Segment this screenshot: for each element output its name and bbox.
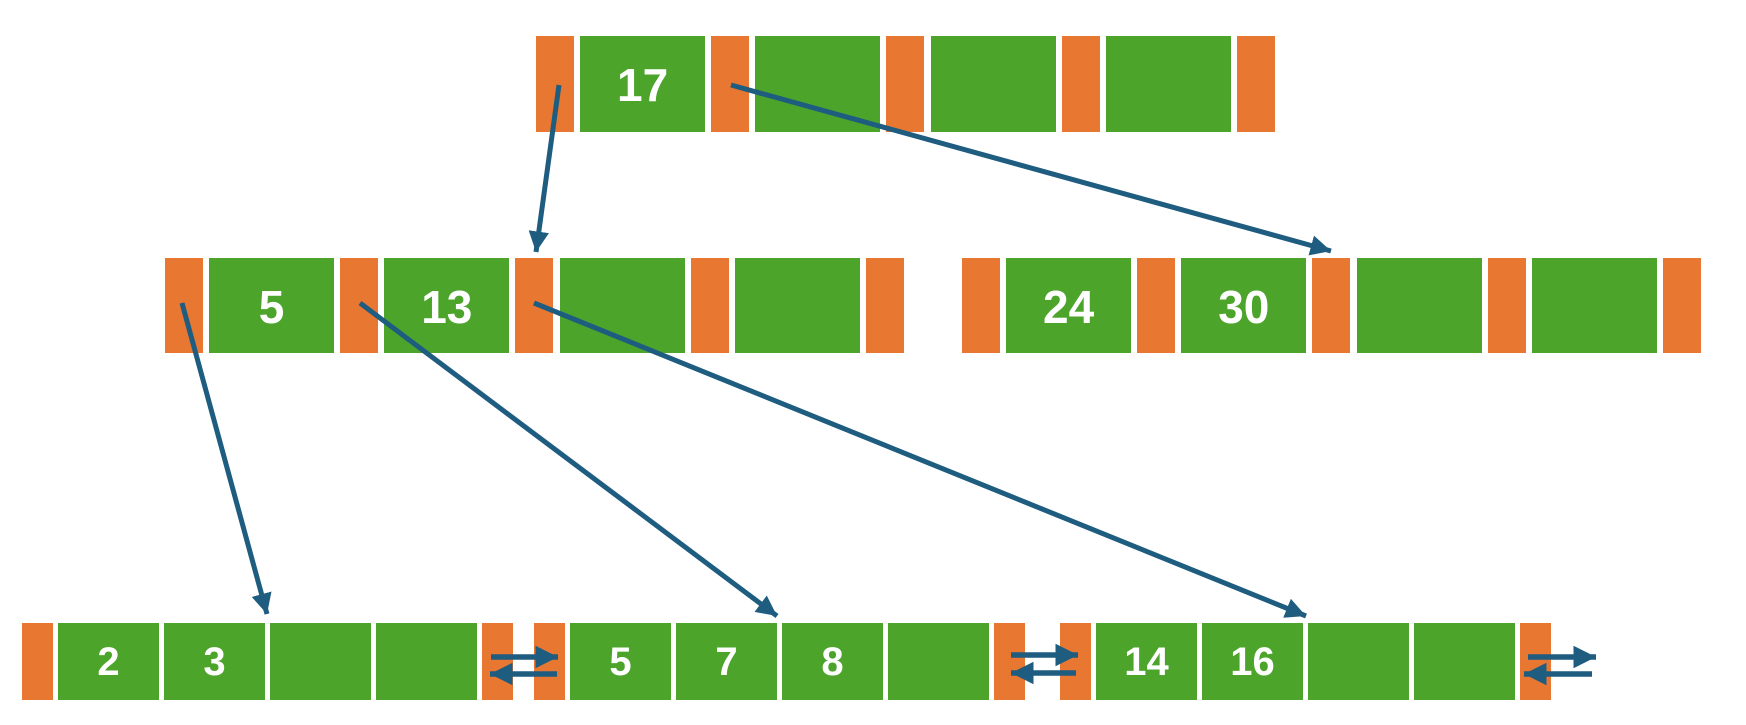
pointer-cell xyxy=(22,623,53,700)
key-cell: 5 xyxy=(570,623,671,700)
pointer-cell xyxy=(165,258,203,353)
key-cell: 5 xyxy=(209,258,335,353)
pointer-cell xyxy=(515,258,554,353)
key-cell: 8 xyxy=(782,623,883,700)
key-cell xyxy=(1356,258,1482,353)
pointer-cell xyxy=(340,258,379,353)
pointer-cell xyxy=(711,36,750,132)
key-cell: 16 xyxy=(1202,623,1303,700)
node-internal-left: 5 13 xyxy=(165,258,905,353)
key-cell: 7 xyxy=(676,623,777,700)
pointer-cell xyxy=(886,36,925,132)
key-cell xyxy=(1531,258,1657,353)
pointer-cell xyxy=(1236,36,1275,132)
key-cell: 13 xyxy=(384,258,510,353)
pointer-cell xyxy=(994,623,1025,700)
pointer-cell xyxy=(1662,258,1701,353)
pointer-cell xyxy=(1520,623,1551,700)
pointer-cell xyxy=(534,623,565,700)
pointer-cell xyxy=(1312,258,1351,353)
pointer-cell xyxy=(1137,258,1176,353)
pointer-cell xyxy=(482,623,513,700)
key-cell xyxy=(1308,623,1409,700)
key-cell xyxy=(1414,623,1515,700)
key-cell xyxy=(376,623,477,700)
node-internal-right: 24 30 xyxy=(962,258,1703,353)
key-cell xyxy=(559,258,685,353)
pointer-cell xyxy=(690,258,729,353)
key-cell xyxy=(888,623,989,700)
key-cell: 17 xyxy=(580,36,706,132)
pointer-cell xyxy=(865,258,904,353)
pointer-cell xyxy=(1060,623,1091,700)
key-cell xyxy=(270,623,371,700)
key-cell: 14 xyxy=(1096,623,1197,700)
key-cell xyxy=(755,36,881,132)
pointer-cell xyxy=(536,36,574,132)
key-cell: 30 xyxy=(1181,258,1307,353)
key-cell xyxy=(1105,36,1231,132)
node-root: 17 xyxy=(536,36,1275,132)
key-cell: 2 xyxy=(58,623,159,700)
pointer-cell xyxy=(962,258,1000,353)
key-cell xyxy=(734,258,860,353)
key-cell: 3 xyxy=(164,623,265,700)
pointer-cell xyxy=(1061,36,1100,132)
key-cell: 24 xyxy=(1006,258,1132,353)
pointer-cell xyxy=(1487,258,1526,353)
key-cell xyxy=(930,36,1056,132)
